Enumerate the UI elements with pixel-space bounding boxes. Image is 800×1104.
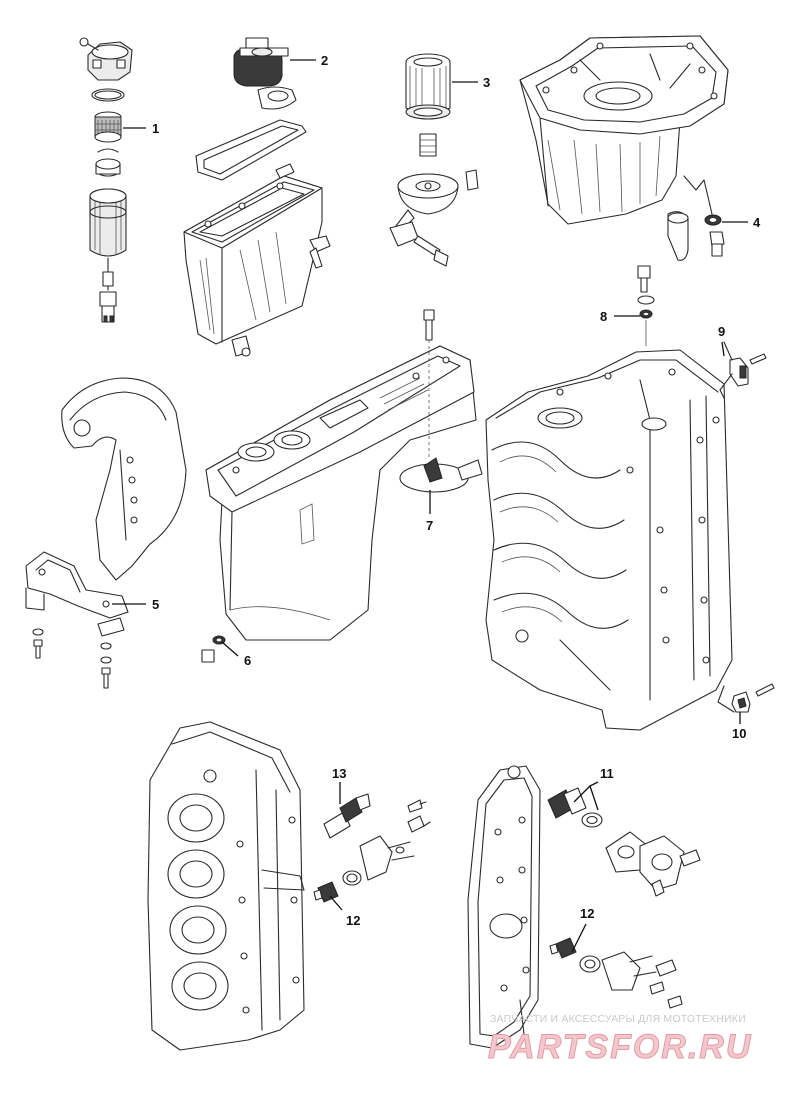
driveshaft-housing — [201, 309, 483, 663]
leader-lines — [112, 59, 748, 953]
callout-5: 5 — [152, 597, 159, 612]
vapor-separator-assembly — [183, 37, 331, 357]
callout-11: 11 — [600, 766, 614, 781]
callout-10: 10 — [732, 726, 746, 741]
callout-2: 2 — [321, 53, 328, 68]
fuel-filter-assembly — [79, 37, 133, 323]
bolt-washer-8 — [637, 265, 655, 346]
watermark-tagline: ЗАПЧАСТИ И АКСЕССУАРЫ ДЛЯ МОТОТЕХНИКИ — [490, 1013, 746, 1025]
oil-filter-assembly — [389, 53, 479, 267]
callout-3: 3 — [483, 75, 490, 90]
callout-12-lower: 12 — [580, 906, 594, 921]
callout-9: 9 — [718, 324, 725, 339]
callout-1: 1 — [152, 121, 159, 136]
callout-8: 8 — [600, 309, 607, 324]
cylinder-head — [147, 721, 431, 1051]
bracket-assembly — [25, 377, 187, 689]
watermark-logo: PARTSFOR.RU — [488, 1028, 752, 1066]
callout-7: 7 — [426, 518, 433, 533]
cylinder-block — [485, 341, 775, 731]
callout-12-upper: 12 — [346, 913, 360, 928]
callout-13: 13 — [332, 766, 346, 781]
exhaust-cover-assembly — [467, 765, 701, 1049]
callout-6: 6 — [244, 653, 251, 668]
watermark: ЗАПЧАСТИ И АКСЕССУАРЫ ДЛЯ МОТОТЕХНИКИ PA… — [488, 1013, 752, 1067]
oil-pan-assembly — [519, 35, 729, 261]
callout-labels: 1 2 3 4 5 6 7 8 9 10 11 12 12 13 — [152, 53, 761, 928]
callout-4: 4 — [753, 215, 761, 230]
